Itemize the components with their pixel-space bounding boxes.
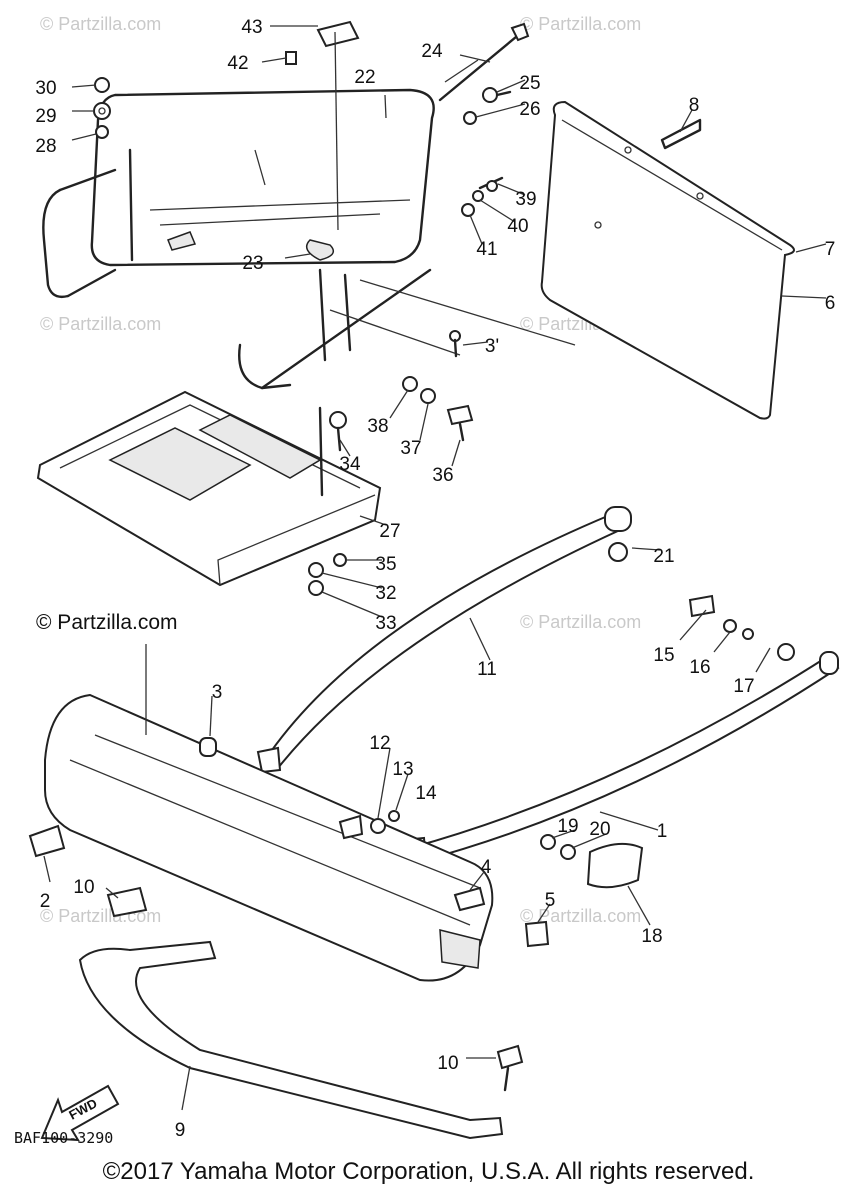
small-hardware [93,20,512,596]
skid-plate [36,390,382,587]
callout-5-40: 5 [545,890,556,911]
callout-18-41: 18 [641,926,662,947]
watermark-faint: © Partzilla.com [40,314,161,334]
fwd-arrow: FWD [40,1084,120,1142]
copyright-notice: ©2017 Yamaha Motor Corporation, U.S.A. A… [102,1158,755,1185]
callout-30-3: 30 [35,78,56,99]
callout-39-10: 39 [515,189,536,210]
callout-12-31: 12 [369,733,390,754]
callout-10-38: 10 [73,877,94,898]
callout-41-12: 41 [476,239,497,260]
callout-25-7: 25 [519,73,540,94]
diagram-code: BAF100-3290 [14,1129,113,1147]
callout-32-24: 32 [375,583,396,604]
plate-bracket [540,100,795,420]
callout-28-5: 28 [35,136,56,157]
callout-3-30: 3 [212,682,223,703]
callout-10-42: 10 [437,1053,458,1074]
callout-24-6: 24 [421,41,443,62]
callout-26-8: 26 [519,99,540,120]
callout-15-26: 15 [653,645,674,666]
callout-9-43: 9 [175,1120,186,1141]
faint-watermarks: © Partzilla.com © Partzilla.com © Partzi… [40,14,641,926]
callout-33-25: 33 [375,613,396,634]
callout-29-4: 29 [35,106,56,127]
leader-lines [43,25,827,1111]
callout-13-32: 13 [392,759,413,780]
callout-1-34: 1 [657,821,668,842]
callout-35-23: 35 [375,554,396,575]
callout-42-1: 42 [227,53,248,74]
callout-38-17: 38 [367,416,388,437]
callout-16-27: 16 [689,657,710,678]
callout-36-19: 36 [432,465,453,486]
callout-6-14: 6 [825,293,836,314]
callout-4-39: 4 [481,857,492,878]
rear-bumper [28,693,644,982]
callout-34-20: 34 [339,454,361,475]
callout-22-2: 22 [354,67,375,88]
callout-11-29: 11 [477,659,497,680]
watermark-faint: © Partzilla.com [520,612,641,632]
bolt-24 [438,22,530,102]
callout-27-21: 27 [379,521,400,542]
callout-19-35: 19 [557,816,578,837]
watermark-faint: © Partzilla.com [520,906,641,926]
callout-37-18: 37 [400,438,421,459]
callout-23-15: 23 [242,253,263,274]
callout-7-13: 7 [825,239,836,260]
callout-43-0: 43 [241,17,262,38]
watermark-faint: © Partzilla.com [40,14,161,34]
guard-9 [78,940,524,1140]
callout-40-11: 40 [507,216,528,237]
partzilla-watermark: © Partzilla.com [36,611,178,634]
stays [256,506,840,864]
watermark-faint: © Partzilla.com [520,14,641,34]
callout-3-16: 3' [485,336,499,357]
callout-14-33: 14 [415,783,437,804]
callout-8-9: 8 [689,95,700,116]
callout-17-28: 17 [733,676,754,697]
callout-20-36: 20 [589,819,610,840]
callout-2-37: 2 [40,891,51,912]
callout-21-22: 21 [653,546,674,567]
